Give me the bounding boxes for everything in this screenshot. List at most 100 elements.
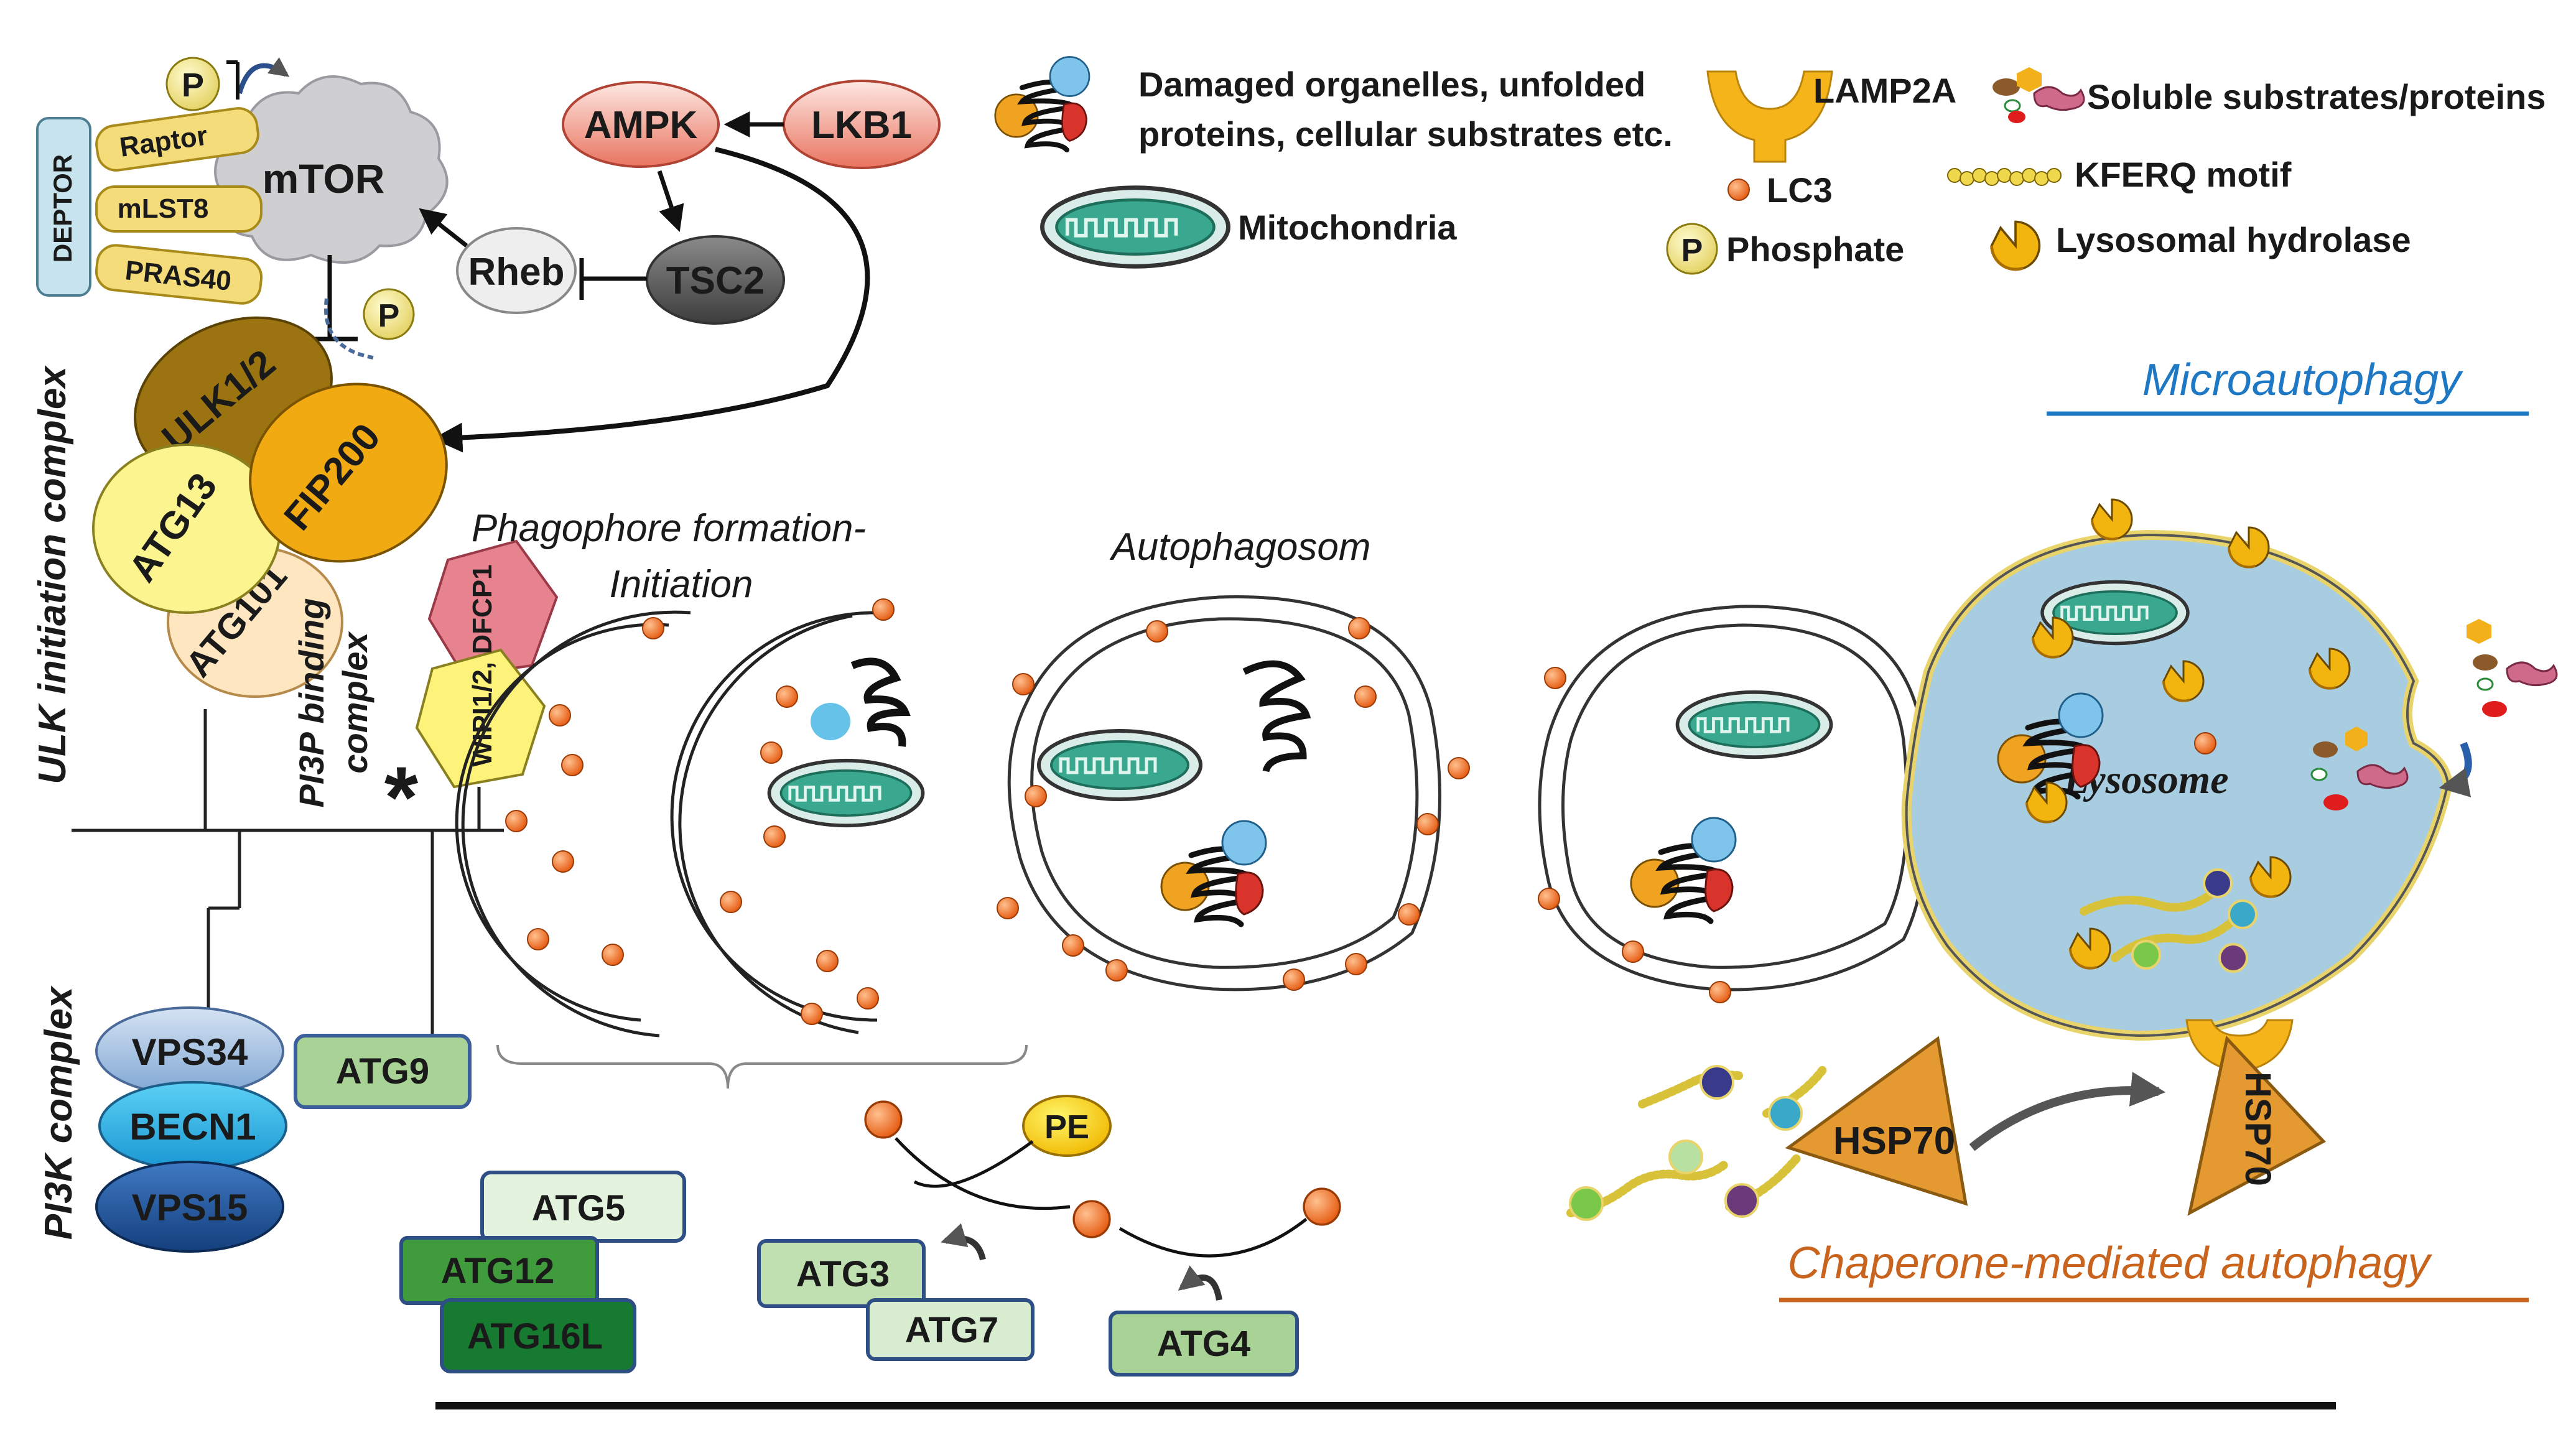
atg16l-box bbox=[440, 1298, 636, 1373]
autophagosome-title: Autophagosom bbox=[1109, 526, 1370, 569]
cma-label: Chaperone-mediated autophagy bbox=[1788, 1238, 2433, 1288]
atg3-box bbox=[757, 1239, 926, 1308]
legend-kferq-text: KFERQ motif bbox=[2075, 155, 2292, 194]
pi3k-complex: PI3K complex VPS34 BECN1 VPS15 ATG9 bbox=[37, 985, 472, 1253]
deptor-box bbox=[36, 117, 91, 297]
atg4-box bbox=[1109, 1311, 1299, 1377]
atg7-label: ATG7 bbox=[905, 1310, 998, 1350]
legend-hydrolase-icon bbox=[1992, 222, 2040, 270]
lc3-conjugation-dot-1 bbox=[864, 1100, 903, 1139]
pi3p-label-2: complex bbox=[335, 631, 374, 774]
cma-substrates bbox=[1566, 1065, 1827, 1221]
ulk-phosphate-symbol: P bbox=[378, 298, 400, 334]
complex-connectors bbox=[72, 709, 504, 1036]
ampk-label: AMPK bbox=[584, 104, 698, 147]
lamp2a-receptor bbox=[2185, 1019, 2294, 1071]
legend-soluble-icon bbox=[1992, 67, 2085, 123]
rheb-label: Rheb bbox=[468, 251, 565, 294]
mtor-label: mTOR bbox=[263, 156, 385, 202]
legend-lc3-text: LC3 bbox=[1767, 170, 1833, 210]
phagophore-title-1: Phagophore formation- bbox=[472, 507, 866, 550]
mlst8-label: mLST8 bbox=[118, 193, 209, 224]
hsp70-bound-label: HSP70 bbox=[2238, 1072, 2278, 1186]
conjugation-curve-3 bbox=[1118, 1218, 1308, 1258]
pras40-box bbox=[95, 244, 263, 305]
conjugation-curve-1 bbox=[895, 1137, 1071, 1210]
ampk-to-ulk-arrow bbox=[432, 147, 870, 453]
vps15-node bbox=[95, 1161, 284, 1253]
microautophagy-label: Microautophagy bbox=[2142, 355, 2463, 405]
lc3-conjugation-dot-2 bbox=[1072, 1200, 1111, 1238]
atg16l-label: ATG16L bbox=[467, 1316, 603, 1357]
pe-label: PE bbox=[1044, 1108, 1089, 1146]
legend-lamp2a-text: LAMP2A bbox=[1813, 71, 1956, 110]
atg4-curl-arrow bbox=[1178, 1265, 1222, 1301]
atg9-label: ATG9 bbox=[336, 1051, 429, 1092]
pi3p-binding-complex: WIPI1/2, DFCP1 PI3P binding complex * bbox=[292, 539, 559, 846]
rheb-to-mtor-arrow bbox=[419, 208, 468, 248]
atg5-label: ATG5 bbox=[532, 1188, 625, 1228]
fip200-node bbox=[249, 383, 448, 563]
conjugation-curve-2 bbox=[913, 1140, 1034, 1188]
lamp2a-icon bbox=[1706, 70, 1833, 163]
phagophore-brace bbox=[496, 1044, 1028, 1089]
mtor-phosphate-icon bbox=[165, 57, 220, 111]
ulk-phosphate-icon bbox=[363, 288, 415, 340]
autophagosome-2 bbox=[1538, 605, 1929, 1003]
legend-phosphate-text: Phosphate bbox=[1726, 230, 1904, 269]
deptor-label: DEPTOR bbox=[48, 154, 77, 262]
rheb-node bbox=[456, 227, 577, 314]
atg7-box bbox=[866, 1298, 1035, 1361]
ulk-complex: ULK initiation complex ATG101 ULK1/2 ATG… bbox=[31, 316, 448, 784]
ampk-to-tsc2-arrow bbox=[657, 170, 684, 232]
atg3-label: ATG3 bbox=[796, 1254, 890, 1294]
becn1-label: BECN1 bbox=[129, 1106, 256, 1148]
hsp70-free-label: HSP70 bbox=[1833, 1120, 1955, 1163]
legend-phosphate-icon bbox=[1666, 223, 1718, 275]
legend-hydrolase-text: Lysosomal hydrolase bbox=[2056, 220, 2411, 259]
legend-soluble-text: Soluble substrates/proteins bbox=[2087, 77, 2546, 116]
lkb1-label: LKB1 bbox=[811, 104, 912, 147]
external-soluble-substrates bbox=[2467, 619, 2558, 717]
vps34-label: VPS34 bbox=[132, 1031, 248, 1073]
hsp70-bound bbox=[2187, 1035, 2327, 1216]
lc3-conjugation-dot-3 bbox=[1303, 1187, 1341, 1226]
tsc2-label: TSC2 bbox=[666, 259, 765, 302]
atg12-label: ATG12 bbox=[441, 1251, 555, 1291]
conjugation-system: ATG5 ATG12 ATG16L ATG3 ATG7 ATG4 PE bbox=[399, 1044, 1341, 1377]
mtor-phosphate-symbol: P bbox=[182, 67, 204, 104]
pe-node bbox=[1022, 1095, 1112, 1157]
autophagosome-1 bbox=[997, 595, 1470, 991]
phagophore-2 bbox=[670, 598, 923, 1034]
phagophore-1 bbox=[455, 610, 691, 1038]
legend-mitochondria-text: Mitochondria bbox=[1238, 208, 1457, 247]
microautophagy-invagination-arrow bbox=[2439, 741, 2472, 797]
atg4-label: ATG4 bbox=[1157, 1324, 1250, 1364]
mlst8-box bbox=[95, 185, 263, 233]
atg3-curl-arrow bbox=[941, 1223, 986, 1261]
ulk-phospho-arrow bbox=[324, 298, 374, 360]
ampk-node bbox=[562, 81, 720, 168]
lysosome: Lysosome bbox=[1901, 498, 2558, 1071]
legend-damaged-text-2: proteins, cellular substrates etc. bbox=[1138, 114, 1673, 154]
legend-mitochondria-icon bbox=[1043, 188, 1229, 267]
mtor-complex: DEPTOR mTOR Raptor mLST8 PRAS40 P Rheb T… bbox=[36, 57, 941, 453]
pi3p-label-1: PI3P binding bbox=[292, 598, 331, 807]
chaperone-mediated-autophagy: HSP70 HSP70 Chaperone-mediated autophagy bbox=[1566, 1035, 2529, 1302]
stage-labels: Phagophore formation- Initiation Autopha… bbox=[472, 507, 1371, 606]
legend-cargo-icon bbox=[995, 57, 1089, 150]
hsp70-translocation-arrow bbox=[1969, 1072, 2166, 1151]
ulk-side-label: ULK initiation complex bbox=[31, 365, 74, 784]
pi3k-side-label: PI3K complex bbox=[37, 985, 80, 1240]
legend-damaged-text: Damaged organelles, unfolded bbox=[1138, 65, 1645, 104]
legend-kferq-icon bbox=[1947, 168, 2062, 186]
phagophore-title-2: Initiation bbox=[610, 563, 753, 606]
legend-lc3-icon bbox=[1727, 179, 1750, 201]
hsp70-free bbox=[1785, 1036, 1968, 1206]
vps15-label: VPS15 bbox=[132, 1187, 248, 1228]
raptor-box bbox=[95, 107, 259, 172]
mtor-phospho-arrow bbox=[237, 57, 290, 95]
atg9-box bbox=[294, 1034, 472, 1109]
lysosome-kferq-chains bbox=[2080, 868, 2257, 973]
